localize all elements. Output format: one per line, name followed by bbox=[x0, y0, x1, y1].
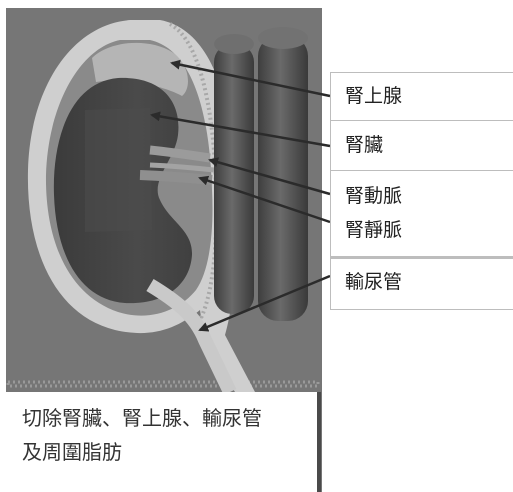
caption-side-bar bbox=[317, 392, 321, 492]
kidney-highlight bbox=[85, 108, 152, 232]
caption-line-2: 及周圍脂肪 bbox=[22, 440, 122, 464]
label-box-renal-vessels: 腎動脈 腎靜脈 bbox=[330, 170, 513, 256]
arrow-renal-artery bbox=[208, 157, 331, 196]
arrow-ureter bbox=[198, 274, 331, 332]
label-kidney: 腎臟 bbox=[345, 134, 384, 156]
label-adrenal-gland: 腎上腺 bbox=[345, 85, 403, 107]
caption-line-1: 切除腎臟、腎上腺、輸尿管 bbox=[22, 406, 262, 430]
caption-box: 切除腎臟、腎上腺、輸尿管 及周圍脂肪 bbox=[6, 392, 317, 492]
arrow-adrenal-gland bbox=[170, 59, 331, 98]
label-ureter: 輸尿管 bbox=[345, 271, 403, 293]
arrow-kidney bbox=[150, 111, 331, 148]
dotted-boundary-bottom bbox=[6, 380, 320, 388]
ureter-shape bbox=[146, 278, 237, 396]
label-renal-artery: 腎動脈 bbox=[345, 185, 403, 207]
label-renal-vein: 腎靜脈 bbox=[345, 219, 403, 241]
arrow-renal-vein bbox=[198, 175, 331, 224]
renal-vessel-mid bbox=[149, 162, 215, 173]
fat-dotted-outline bbox=[168, 22, 219, 321]
aorta-cylinder bbox=[214, 44, 254, 314]
aorta-top bbox=[214, 34, 254, 54]
label-box-ureter: 輸尿管 bbox=[330, 256, 513, 310]
adrenal-gland-shape bbox=[92, 42, 188, 96]
renal-vessel-upper bbox=[149, 145, 211, 163]
label-box-adrenal-gland: 腎上腺 bbox=[330, 72, 513, 120]
vena-cava-cylinder bbox=[258, 36, 308, 321]
label-box-kidney: 腎臟 bbox=[330, 120, 513, 170]
vena-cava-top bbox=[258, 27, 308, 49]
